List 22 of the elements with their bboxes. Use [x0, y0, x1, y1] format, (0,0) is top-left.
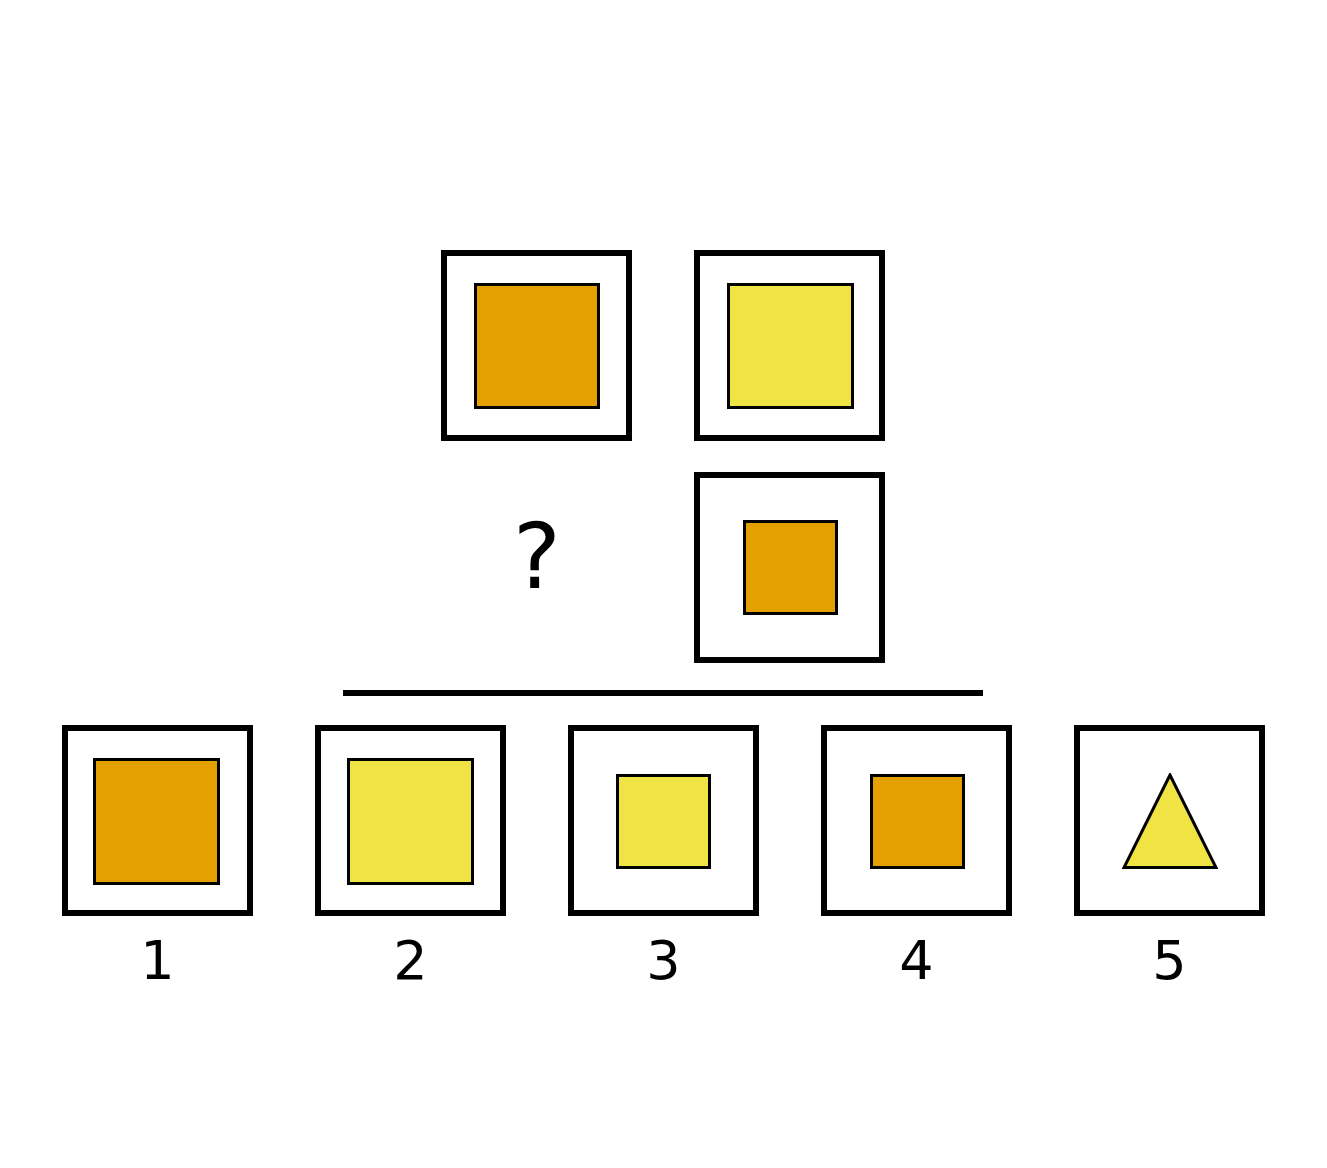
option-number: 3 — [645, 934, 682, 988]
puzzle-frame — [694, 250, 885, 441]
triangle-shape — [1122, 773, 1218, 869]
puzzle-frame — [315, 725, 506, 916]
square-shape — [727, 283, 854, 409]
square-shape — [870, 774, 965, 869]
square-shape — [743, 520, 838, 615]
puzzle-frame — [441, 250, 632, 441]
square-shape — [616, 774, 711, 869]
question-mark: ? — [512, 512, 562, 602]
square-shape — [474, 283, 600, 409]
square-shape — [93, 758, 220, 885]
puzzle-frame — [62, 725, 253, 916]
option-number: 1 — [139, 934, 176, 988]
option-number: 5 — [1151, 934, 1188, 988]
puzzle-frame — [694, 472, 885, 663]
square-shape — [347, 758, 474, 885]
option-number: 2 — [392, 934, 429, 988]
puzzle-frame — [821, 725, 1012, 916]
puzzle-frame — [568, 725, 759, 916]
option-number: 4 — [898, 934, 935, 988]
puzzle-frame — [1074, 725, 1265, 916]
